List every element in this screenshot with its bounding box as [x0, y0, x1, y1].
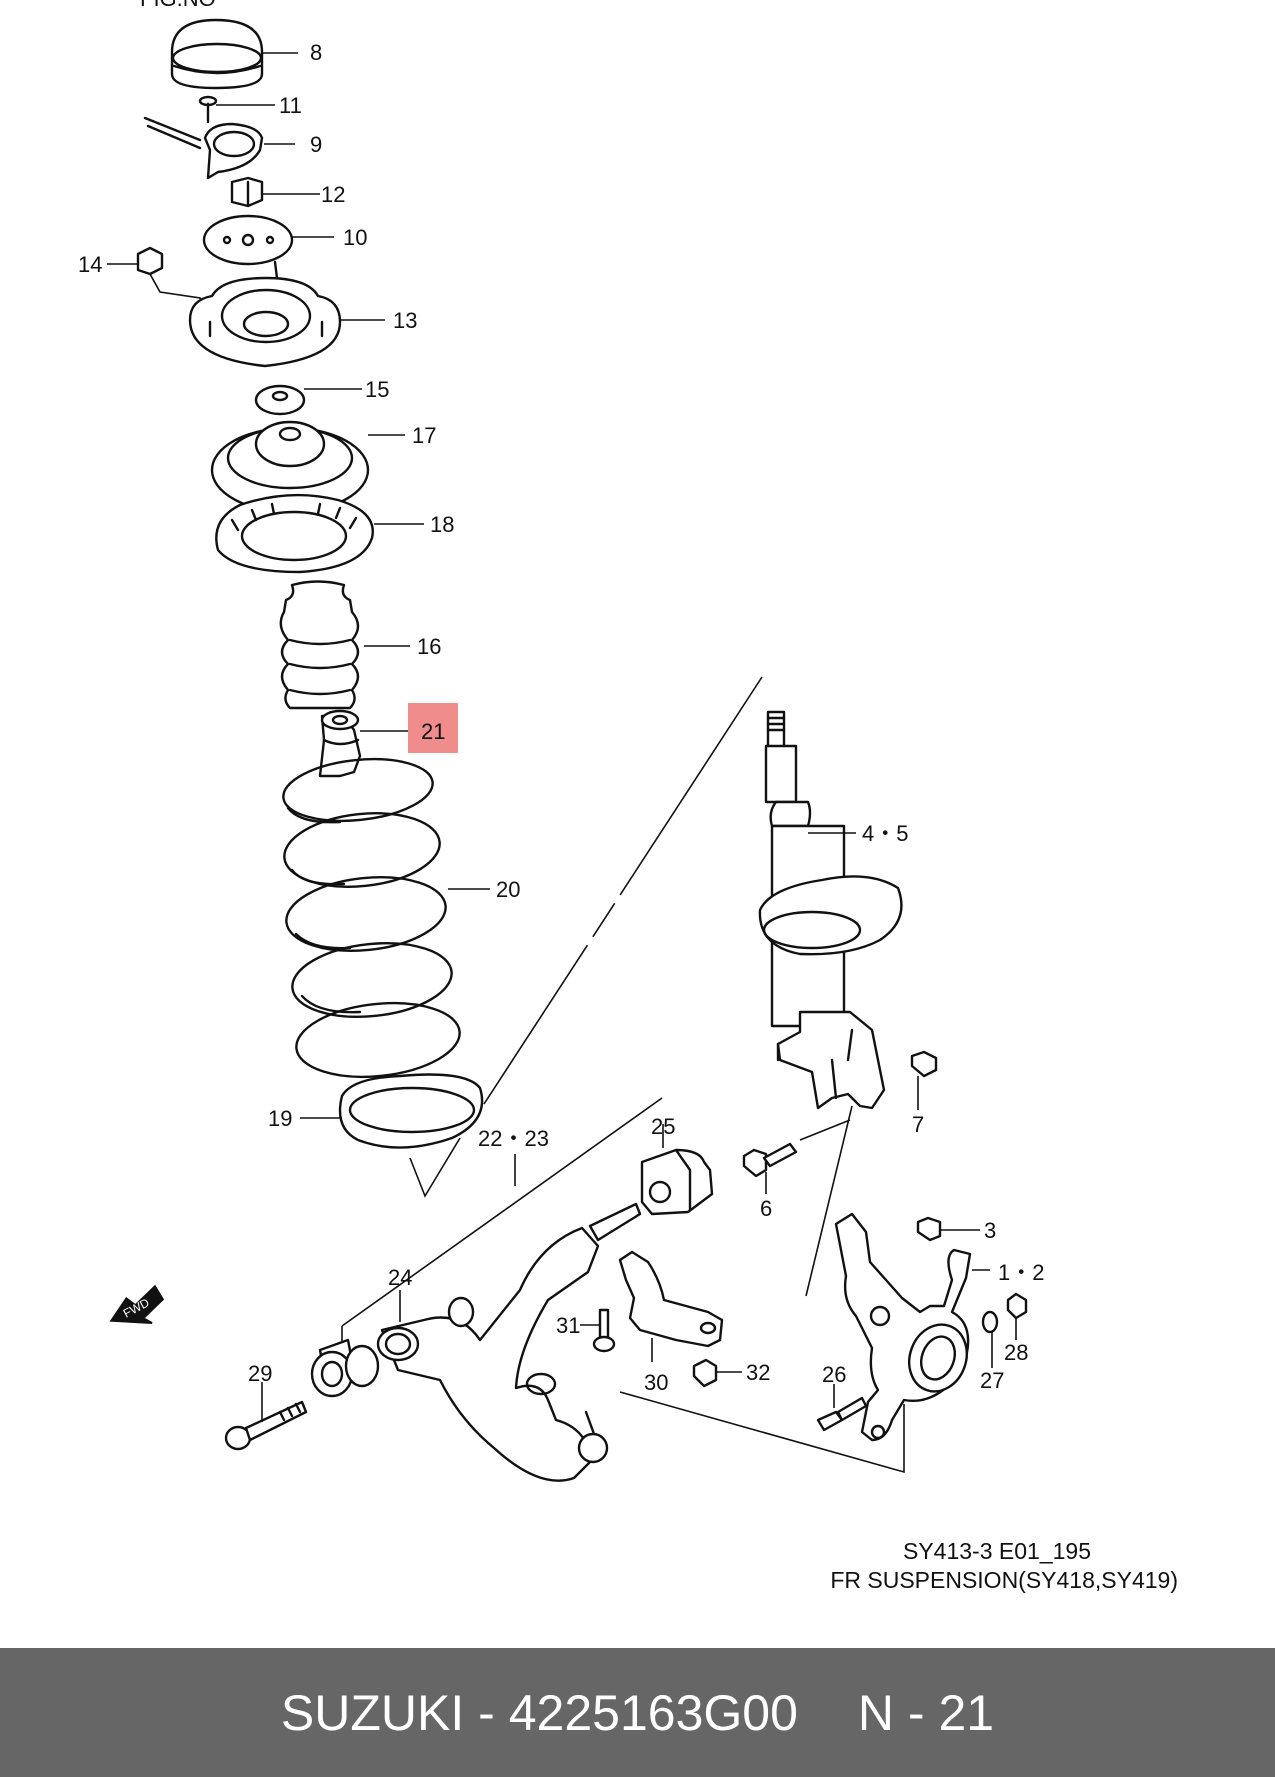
part-13-strut-mount[interactable]	[188, 276, 342, 368]
callout-19: 19	[268, 1106, 292, 1131]
footer-part-number: 4225163G00	[508, 1684, 798, 1741]
callout-9: 9	[310, 132, 322, 157]
callout-8: 8	[310, 40, 322, 65]
part-11-screw[interactable]	[198, 95, 218, 124]
footer-brand: SUZUKI	[280, 1684, 465, 1741]
part-12-nut[interactable]	[230, 176, 264, 208]
callout-12: 12	[321, 182, 345, 207]
part-25-bushing[interactable]	[640, 1148, 714, 1216]
part-26-bolt[interactable]	[816, 1396, 868, 1432]
part-28-nut[interactable]	[1006, 1292, 1028, 1320]
part-27-seal[interactable]	[981, 1310, 999, 1334]
callout-25: 25	[651, 1114, 675, 1139]
part-1-2-knuckle[interactable]	[834, 1212, 976, 1442]
callout-26: 26	[822, 1362, 846, 1387]
callout-21: 21	[421, 719, 445, 744]
callout-15: 15	[365, 377, 389, 402]
callout-28: 28	[1004, 1340, 1028, 1365]
callout-24: 24	[388, 1265, 412, 1290]
part-19-lower-insulator[interactable]	[338, 1073, 484, 1149]
callout-10: 10	[343, 225, 367, 250]
part-30-bracket[interactable]	[618, 1250, 724, 1348]
part-4-5-strut[interactable]	[758, 710, 903, 1110]
part-6-bolt[interactable]	[742, 1142, 798, 1178]
suspension-diagram: FIG.NO	[78, 0, 1044, 1482]
part-24-bushing[interactable]	[310, 1338, 380, 1398]
fwd-arrow-icon: FWD	[109, 1284, 165, 1325]
part-15-bearing[interactable]	[254, 384, 306, 416]
part-7-nut[interactable]	[910, 1050, 938, 1078]
callout-31: 31	[556, 1313, 580, 1338]
part-footer: SUZUKI - 4225163G00 N - 21	[0, 1648, 1275, 1777]
footer-ref: N - 21	[857, 1684, 995, 1741]
part-22-23-lower-arm[interactable]	[376, 1202, 642, 1482]
callout-29: 29	[248, 1361, 272, 1386]
callout-20: 20	[496, 877, 520, 902]
part-17-upper-seat[interactable]	[210, 420, 370, 514]
part-16-boot[interactable]	[279, 580, 360, 710]
part-18-insulator[interactable]	[215, 493, 374, 574]
callout-22-23: 22・23	[478, 1126, 549, 1151]
callout-4-5: 4・5	[862, 821, 908, 846]
callout-17: 17	[412, 423, 436, 448]
part-3-nut[interactable]	[916, 1216, 942, 1242]
callout-30: 30	[644, 1370, 668, 1395]
callout-6: 6	[760, 1196, 772, 1221]
callout-11: 11	[279, 93, 302, 118]
part-20-coil-spring[interactable]	[280, 752, 463, 1084]
part-10-plate[interactable]	[202, 214, 294, 280]
callout-14: 14	[78, 252, 102, 277]
callout-3: 3	[984, 1218, 996, 1243]
callout-27: 27	[980, 1368, 1004, 1393]
callout-32: 32	[746, 1360, 770, 1385]
footer-separator: -	[478, 1684, 495, 1741]
part-29-bolt[interactable]	[224, 1400, 308, 1451]
figure-header-fragment: FIG.NO	[140, 0, 216, 11]
callout-18: 18	[430, 512, 454, 537]
part-14-nut[interactable]	[136, 246, 164, 276]
callout-7: 7	[912, 1112, 924, 1137]
callout-16: 16	[417, 634, 441, 659]
part-8-dust-cap[interactable]	[170, 18, 264, 90]
highlight-box-21	[408, 703, 458, 753]
part-32-nut[interactable]	[692, 1358, 718, 1388]
callout-13: 13	[393, 308, 417, 333]
part-9-support-cover[interactable]	[143, 116, 264, 180]
part-31-bolt[interactable]	[592, 1308, 616, 1353]
callout-1-2: 1・2	[998, 1260, 1044, 1285]
